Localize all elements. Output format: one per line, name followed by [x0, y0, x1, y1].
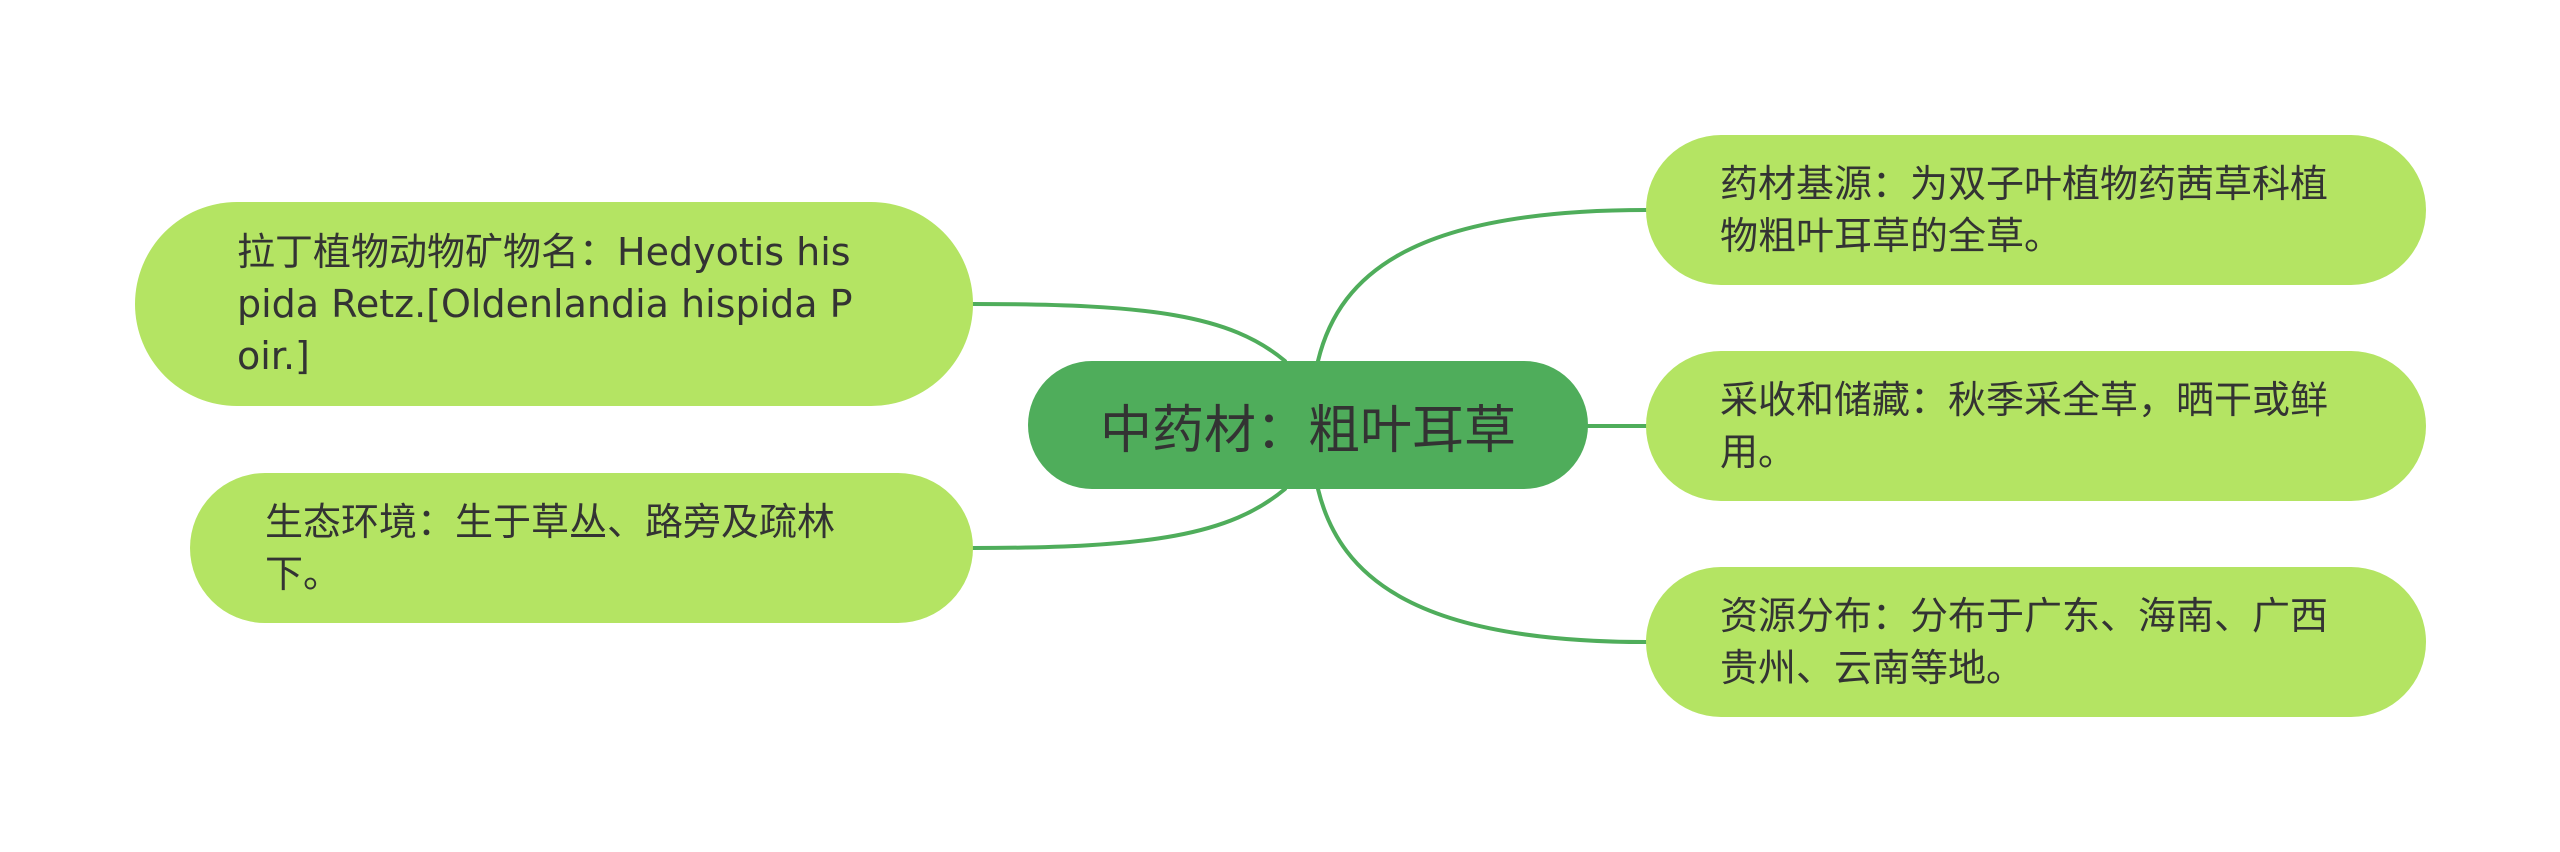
connector-latin-name — [971, 302, 1287, 363]
connector-origin — [1316, 208, 1648, 363]
topic-distribution[interactable]: 资源分布：分布于广东、海南、广西贵州、云南等地。 — [1646, 567, 2426, 717]
topic-latin-name[interactable]: 拉丁植物动物矿物名：Hedyotis hispida Retz.[Oldenla… — [135, 202, 973, 406]
connector-distribution — [1316, 487, 1648, 644]
topic-origin-label: 药材基源：为双子叶植物药茜草科植物粗叶耳草的全草。 — [1720, 162, 2329, 258]
topic-distribution-label: 资源分布：分布于广东、海南、广西贵州、云南等地。 — [1720, 594, 2329, 690]
topic-harvest[interactable]: 采收和储藏：秋季采全草，晒干或鲜用。 — [1646, 351, 2426, 501]
topic-habitat-label: 生态环境：生于草丛、路旁及疏林下。 — [265, 500, 836, 596]
topic-habitat[interactable]: 生态环境：生于草丛、路旁及疏林下。 — [190, 473, 973, 623]
topic-harvest-label: 采收和储藏：秋季采全草，晒干或鲜用。 — [1720, 378, 2329, 474]
connector-habitat — [971, 487, 1287, 550]
topic-origin[interactable]: 药材基源：为双子叶植物药茜草科植物粗叶耳草的全草。 — [1646, 135, 2426, 285]
central-topic-label: 中药材：粗叶耳草 — [1099, 400, 1516, 461]
central-topic[interactable]: 中药材：粗叶耳草 — [1028, 361, 1588, 489]
topic-latin-name-label: 拉丁植物动物矿物名：Hedyotis hispida Retz.[Oldenla… — [237, 230, 853, 378]
